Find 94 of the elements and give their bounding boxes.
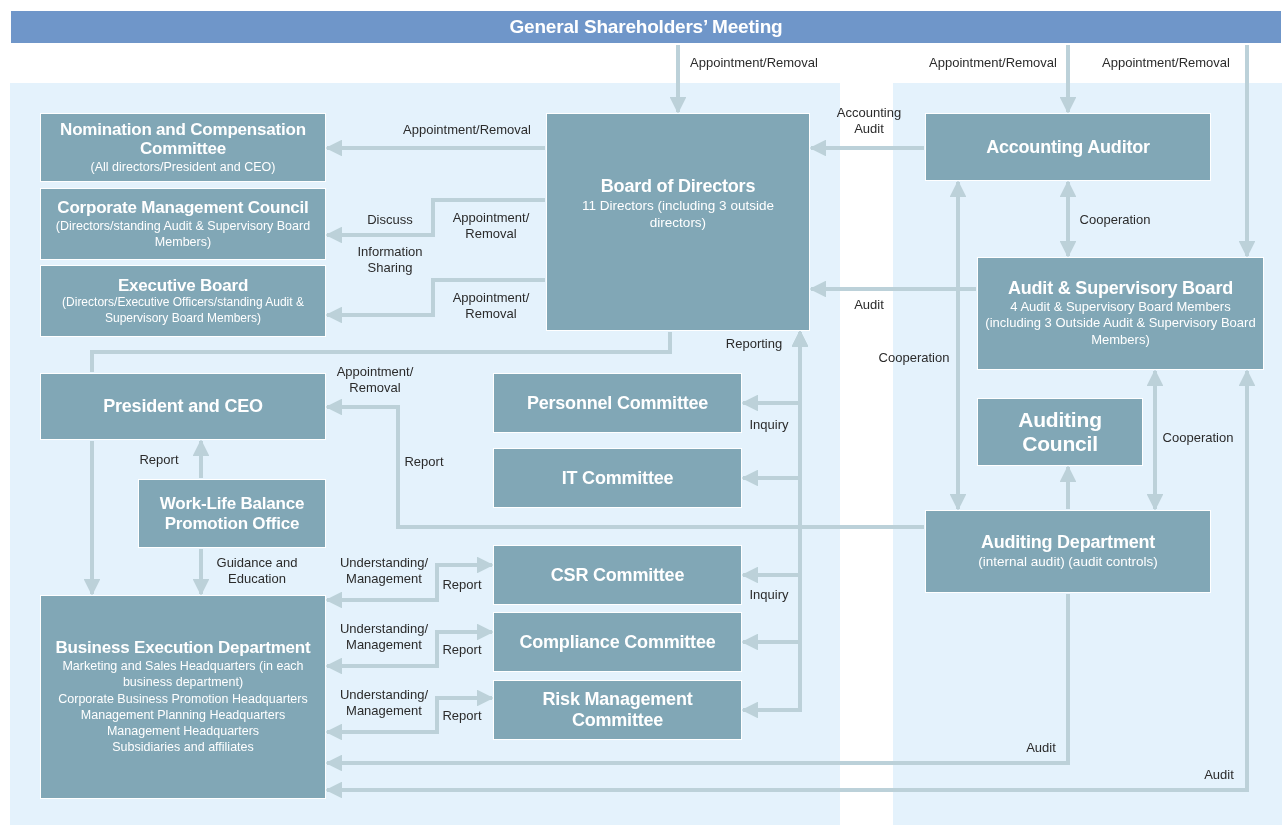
unit-description: Management Headquarters <box>106 723 260 740</box>
connector-arrow <box>1238 45 1256 258</box>
org-unit-box <box>977 257 1264 370</box>
org-unit-box <box>40 265 326 337</box>
unit-title: President and CEO <box>103 396 263 417</box>
edge-label: Audit <box>1203 766 1235 784</box>
unit-description: (All directors/President and CEO) <box>90 158 276 176</box>
edge-label: Cooperation <box>1161 429 1235 447</box>
org-unit-box <box>40 188 326 260</box>
annotation-label: Discuss <box>366 211 414 229</box>
unit-title: Compliance Committee <box>519 631 716 653</box>
org-unit-box <box>493 680 742 740</box>
org-unit-box <box>925 510 1211 593</box>
connector-arrow <box>325 369 1256 799</box>
unit-description: Corporate Business Promotion Headquarters <box>58 690 308 707</box>
connector-arrow <box>325 278 545 324</box>
org-unit-box <box>546 113 810 331</box>
unit-title: Board of Directors <box>600 176 756 197</box>
edge-label: Report <box>403 453 445 471</box>
org-unit-box <box>493 612 742 672</box>
org-unit-box <box>40 373 326 440</box>
edge-label: Cooperation <box>1078 211 1152 229</box>
edge-label: Appointment/ Removal <box>451 289 531 323</box>
edge-label: Inquiry <box>748 416 790 434</box>
edge-label: Appointment/ Removal <box>335 363 415 397</box>
connector-arrow <box>325 139 545 157</box>
unit-description: 11 Directors (including 3 outside directors) <box>581 196 775 232</box>
unit-description: (Directors/Executive Officers/standing Audit & Supervisory Board Members) <box>61 295 305 327</box>
org-unit-box <box>977 398 1143 466</box>
unit-title: CSR Committee <box>550 564 685 586</box>
edge-label: Accounting Audit <box>835 104 903 138</box>
org-unit-box <box>40 595 326 799</box>
edge-label: Report <box>441 576 483 594</box>
unit-title: Nomination and Compensation Committee <box>59 119 307 159</box>
connector-arrow <box>325 198 545 244</box>
annotation-label: Understanding/ Management <box>338 620 430 654</box>
edge-label: Report <box>138 451 180 469</box>
connector-arrow <box>83 441 101 596</box>
org-unit-box <box>40 113 326 182</box>
edge-label: Appointment/Removal <box>402 121 532 139</box>
connector-arrow <box>325 398 924 529</box>
edge-label: Appointment/Removal <box>689 54 819 72</box>
unit-title: Corporate Management Council <box>57 197 309 218</box>
unit-description: (internal audit) (audit controls) <box>978 553 1158 571</box>
connector-arrow <box>809 280 976 298</box>
unit-title: Executive Board <box>117 275 249 296</box>
edge-label: Appointment/Removal <box>928 54 1058 72</box>
edge-label: Report <box>441 707 483 725</box>
header-band <box>10 10 1282 44</box>
connector-arrow <box>1059 180 1077 258</box>
edge-label: Report <box>441 641 483 659</box>
unit-title: Business Execution Department <box>55 638 311 658</box>
unit-description: Marketing and Sales Headquarters (in each business department) <box>61 658 305 691</box>
unit-title: Work-Life Balance Promotion Office <box>158 493 306 534</box>
unit-title: Audit & Supervisory Board <box>1007 277 1233 299</box>
org-unit-box <box>493 448 742 508</box>
connector-arrow <box>192 549 210 596</box>
unit-title: Risk Management Committee <box>541 689 694 731</box>
org-unit-box <box>925 113 1211 181</box>
unit-title: IT Committee <box>561 467 674 489</box>
edge-label: Audit <box>853 296 885 314</box>
edge-label: Appointment/ Removal <box>451 209 531 243</box>
connector-arrow <box>809 139 924 157</box>
connector-arrow <box>325 594 1070 772</box>
connector-arrow <box>325 689 494 741</box>
unit-title: General Shareholders’ Meeting <box>509 16 783 38</box>
edge-label: Audit <box>1025 739 1057 757</box>
unit-description: (Directors/standing Audit & Supervisory Board Members) <box>54 217 312 250</box>
connector-arrow <box>949 180 967 511</box>
annotation-label: Understanding/ Management <box>338 686 430 720</box>
org-unit-box <box>493 373 742 433</box>
connector-arrow <box>669 45 687 114</box>
unit-description: 4 Audit & Supervisory Board Members (including 3 Outside Audit & Supervisory Board Members) <box>984 298 1257 350</box>
connector-arrow <box>1059 45 1077 114</box>
unit-title: Accounting Auditor <box>986 136 1150 158</box>
annotation-label: Understanding/ Management <box>338 554 430 588</box>
unit-title: Auditing Council <box>1017 407 1103 457</box>
edge-label: Appointment/Removal <box>1101 54 1231 72</box>
connector-arrow <box>192 439 210 478</box>
unit-title: Personnel Committee <box>526 392 709 414</box>
edge-label: Guidance and Education <box>215 554 299 588</box>
connector-arrow <box>1146 369 1164 511</box>
org-unit-box <box>138 479 326 548</box>
annotation-label: Information Sharing <box>356 243 424 277</box>
annotation-label: Reporting <box>724 335 784 353</box>
connector-arrow <box>1059 465 1077 509</box>
org-unit-box <box>493 545 742 605</box>
edge-label: Cooperation <box>877 349 951 367</box>
unit-description: Subsidiaries and affiliates <box>112 739 254 756</box>
edge-label: Inquiry <box>748 586 790 604</box>
unit-title: Auditing Department <box>980 532 1156 554</box>
connector-arrow <box>325 556 494 609</box>
unit-description: Management Planning Headquarters <box>80 706 286 723</box>
connector-arrow <box>325 623 494 675</box>
